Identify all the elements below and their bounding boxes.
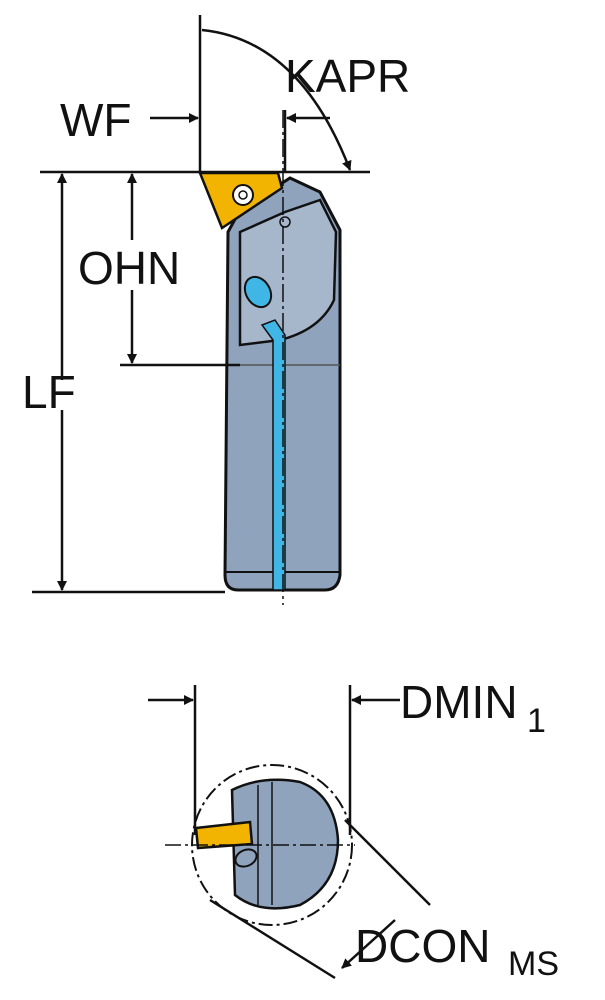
label-ohn: OHN: [78, 242, 180, 294]
coolant-channel: [260, 319, 286, 591]
dimensions-side: [32, 15, 370, 594]
coolant-outlet-end: [234, 848, 258, 868]
label-kapr: KAPR: [285, 50, 410, 102]
tool-end-view: [165, 764, 355, 926]
label-dmin: DMIN: [400, 676, 518, 728]
label-dmin-sub: 1: [527, 702, 546, 740]
insert-screw: [232, 184, 254, 206]
dimensions-end: [148, 685, 431, 980]
label-dcon: DCON: [355, 920, 490, 972]
label-wf: WF: [60, 94, 132, 146]
tool-side-view: [198, 110, 342, 605]
insert-end: [194, 820, 254, 850]
coolant-outlet: [243, 275, 273, 309]
label-dcon-sub: MS: [508, 945, 559, 983]
label-lf: LF: [22, 366, 76, 418]
